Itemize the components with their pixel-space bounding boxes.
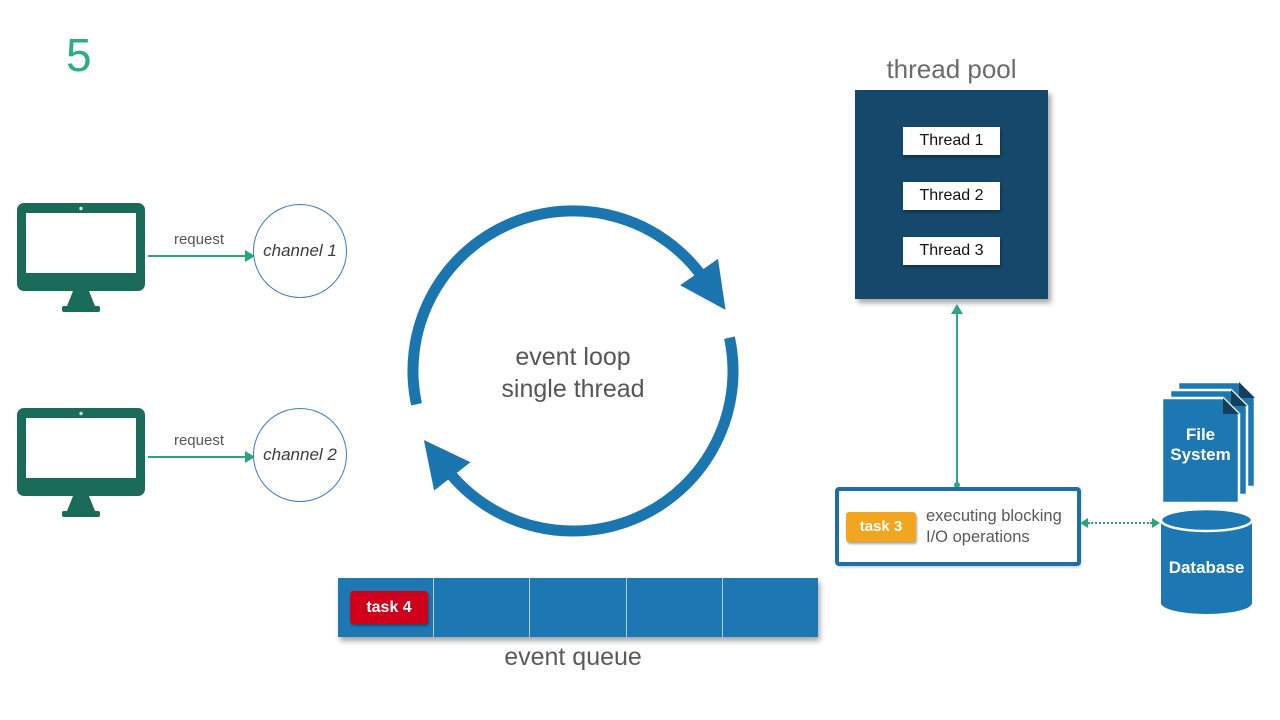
- event-loop-circular-arrow-icon: [407, 205, 739, 537]
- thread-1-box: Thread 1: [903, 127, 1000, 155]
- thread-3-box: Thread 3: [903, 237, 1000, 265]
- event-queue-caption: event queue: [504, 643, 642, 671]
- channel-1-node: channel 1: [253, 204, 347, 298]
- request-arrow: [148, 250, 255, 262]
- channel-1-label: channel 1: [263, 241, 337, 260]
- queue-slot: [721, 578, 818, 637]
- monitor-icon: [17, 408, 145, 517]
- file-system-label: File System: [1170, 425, 1231, 465]
- database-icon: [1159, 507, 1254, 614]
- task-3-badge: task 3: [846, 511, 916, 542]
- thread-2-box: Thread 2: [903, 182, 1000, 210]
- queue-slot: [529, 578, 625, 637]
- event-loop-label: event loop single thread: [433, 341, 713, 405]
- thread-pool-title: thread pool: [886, 54, 1017, 84]
- file-system-icon: [1160, 380, 1257, 505]
- task-4-badge: task 4: [350, 591, 428, 624]
- queue-slot: [625, 578, 722, 637]
- channel-2-label: channel 2: [263, 445, 337, 464]
- request-arrow: [148, 451, 255, 463]
- queue-slot: task 4: [338, 578, 433, 637]
- blocking-io-description: executing blocking I/O operations: [926, 507, 1062, 546]
- database-label: Database: [1168, 558, 1245, 577]
- request-label: request: [173, 231, 225, 248]
- request-label: request: [173, 432, 225, 449]
- io-database-dotted-arrow: [1080, 518, 1160, 528]
- event-loop-line1: event loop: [515, 343, 631, 371]
- channel-2-node: channel 2: [253, 408, 347, 502]
- event-loop-line2: single thread: [501, 375, 645, 403]
- to-thread-pool-arrow: [951, 304, 963, 488]
- monitor-icon: [17, 203, 145, 312]
- blocking-io-box: task 3 executing blocking I/O operations: [835, 487, 1081, 566]
- event-queue-bar: task 4: [338, 578, 818, 637]
- queue-slot: [433, 578, 529, 637]
- thread-pool-box: Thread 1 Thread 2 Thread 3: [855, 90, 1048, 299]
- slide-number: 5: [66, 29, 92, 81]
